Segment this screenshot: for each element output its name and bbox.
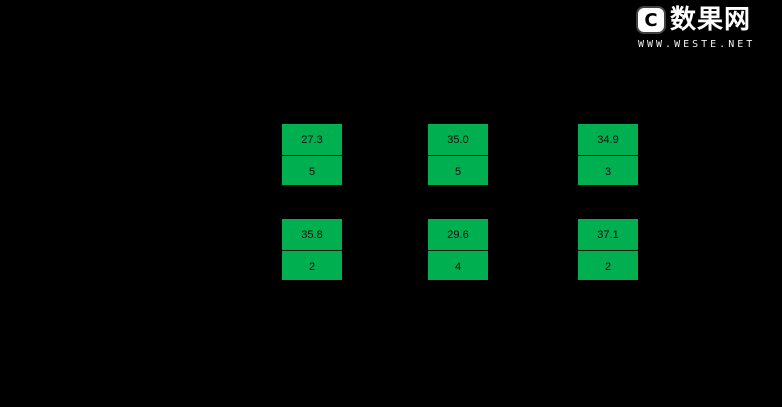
value-box-r1-c3: 34.9 3: [577, 123, 639, 186]
logo-subtitle: WWW.WESTE.NET: [638, 39, 756, 50]
divider-line: [428, 155, 488, 156]
divider-line: [428, 250, 488, 251]
value-top: 34.9: [597, 133, 619, 146]
value-box-r2-c3: 37.1 2: [577, 218, 639, 281]
value-box-r1-c2: 35.0 5: [427, 123, 489, 186]
logo-mark: C 数果网: [638, 5, 766, 35]
divider-line: [578, 155, 638, 156]
value-top: 35.0: [447, 133, 469, 146]
value-bottom: 5: [454, 165, 462, 178]
watermark-logo: C 数果网 WWW.WESTE.NET: [638, 5, 768, 55]
logo-badge-icon: C: [638, 8, 664, 32]
value-top: 35.8: [301, 228, 323, 241]
value-box-r2-c1: 35.8 2: [281, 218, 343, 281]
value-bottom: 3: [604, 165, 612, 178]
value-bottom: 2: [308, 260, 316, 273]
value-top: 37.1: [597, 228, 619, 241]
divider-line: [282, 155, 342, 156]
value-top: 27.3: [301, 133, 323, 146]
value-bottom: 4: [454, 260, 462, 273]
value-box-r1-c1: 27.3 5: [281, 123, 343, 186]
value-bottom: 5: [308, 165, 316, 178]
divider-line: [282, 250, 342, 251]
value-top: 29.6: [447, 228, 469, 241]
logo-title: 数果网: [670, 5, 752, 35]
divider-line: [578, 250, 638, 251]
value-bottom: 2: [604, 260, 612, 273]
value-box-r2-c2: 29.6 4: [427, 218, 489, 281]
